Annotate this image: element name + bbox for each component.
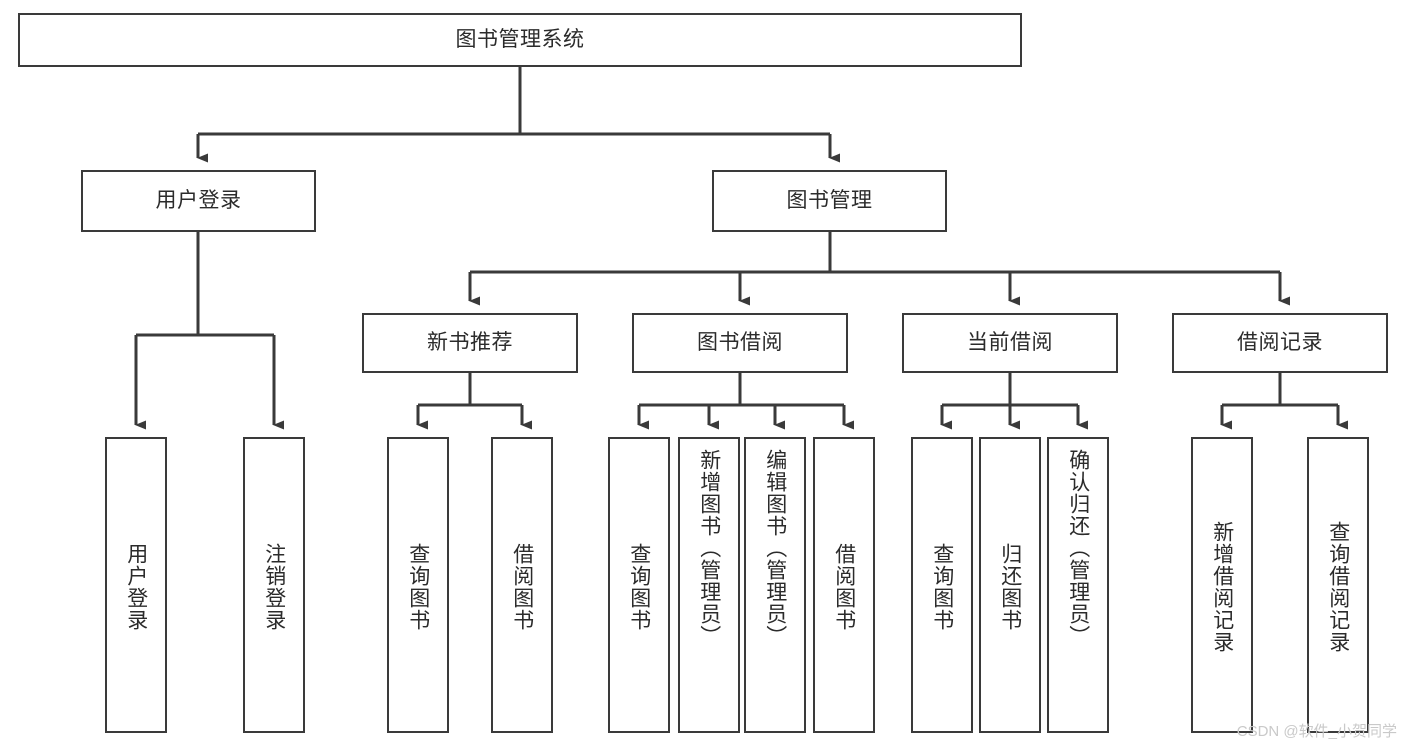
node-leaf-query-book-3[interactable]: 查询图书 (911, 437, 973, 733)
node-book-management[interactable]: 图书管理 (712, 170, 947, 232)
node-label: 查询借阅记录 (1326, 521, 1350, 653)
node-leaf-logout-login[interactable]: 注销登录 (243, 437, 305, 733)
node-leaf-add-record[interactable]: 新增借阅记录 (1191, 437, 1253, 733)
leaf-text-wrap: 查询图书 (929, 443, 955, 731)
leaf-text-wrap: 新增图书（管理员） (696, 443, 722, 737)
node-label: 新书推荐 (427, 331, 513, 355)
node-label: 借阅图书 (510, 543, 534, 631)
node-new-book-recommend[interactable]: 新书推荐 (362, 313, 578, 373)
leaf-text-wrap: 确认归还（管理员） (1065, 443, 1091, 737)
leaf-text-wrap: 用户登录 (123, 443, 149, 731)
node-leaf-edit-book[interactable]: 编辑图书（管理员） (744, 437, 806, 733)
node-label: 确认归还（管理员） (1066, 449, 1090, 647)
node-leaf-borrow-book-2[interactable]: 借阅图书 (813, 437, 875, 733)
leaf-text-wrap: 归还图书 (997, 443, 1023, 731)
node-label: 新增借阅记录 (1210, 521, 1234, 653)
node-system-root[interactable]: 图书管理系统 (18, 13, 1022, 67)
node-label: 借阅记录 (1237, 331, 1323, 355)
leaf-text-wrap: 查询图书 (405, 443, 431, 731)
node-leaf-query-book-1[interactable]: 查询图书 (387, 437, 449, 733)
node-leaf-user-login[interactable]: 用户登录 (105, 437, 167, 733)
node-current-borrow[interactable]: 当前借阅 (902, 313, 1118, 373)
node-label: 归还图书 (998, 543, 1022, 631)
leaf-text-wrap: 查询图书 (626, 443, 652, 731)
node-label: 编辑图书（管理员） (763, 449, 787, 647)
node-label: 当前借阅 (967, 331, 1053, 355)
node-label: 借阅图书 (832, 543, 856, 631)
node-label: 查询图书 (930, 543, 954, 631)
leaf-text-wrap: 借阅图书 (831, 443, 857, 731)
node-label: 用户登录 (124, 543, 148, 631)
node-leaf-add-book[interactable]: 新增图书（管理员） (678, 437, 740, 733)
leaf-text-wrap: 新增借阅记录 (1209, 443, 1235, 731)
node-label: 图书管理 (786, 189, 873, 213)
leaf-text-wrap: 编辑图书（管理员） (762, 443, 788, 737)
node-label: 图书管理系统 (455, 28, 585, 52)
node-leaf-query-record[interactable]: 查询借阅记录 (1307, 437, 1369, 733)
node-leaf-borrow-book-1[interactable]: 借阅图书 (491, 437, 553, 733)
leaf-text-wrap: 注销登录 (261, 443, 287, 731)
leaf-text-wrap: 查询借阅记录 (1325, 443, 1351, 731)
node-borrow-record[interactable]: 借阅记录 (1172, 313, 1388, 373)
node-leaf-query-book-2[interactable]: 查询图书 (608, 437, 670, 733)
node-user-login[interactable]: 用户登录 (81, 170, 316, 232)
node-book-borrow[interactable]: 图书借阅 (632, 313, 848, 373)
node-label: 注销登录 (262, 543, 286, 631)
node-label: 图书借阅 (697, 331, 783, 355)
node-label: 查询图书 (627, 543, 651, 631)
node-label: 用户登录 (155, 189, 242, 213)
node-label: 查询图书 (406, 543, 430, 631)
node-leaf-return-book[interactable]: 归还图书 (979, 437, 1041, 733)
csdn-watermark: CSDN @软件_小贺同学 (1236, 723, 1397, 740)
node-label: 新增图书（管理员） (697, 449, 721, 647)
leaf-text-wrap: 借阅图书 (509, 443, 535, 731)
node-leaf-confirm-return[interactable]: 确认归还（管理员） (1047, 437, 1109, 733)
